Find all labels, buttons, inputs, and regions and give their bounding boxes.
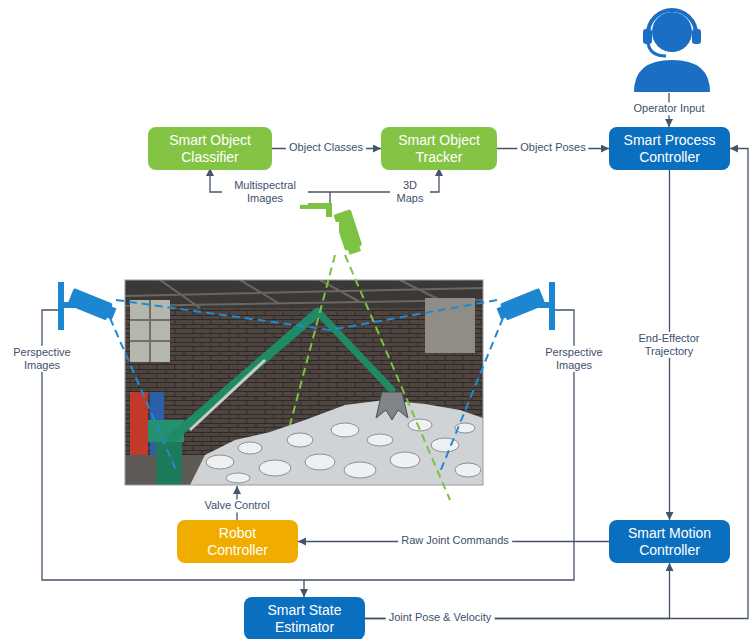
scrap-piece <box>344 462 376 478</box>
hydraulic-cylinder <box>190 360 265 430</box>
headset-ear <box>692 29 701 44</box>
scrap-yard-photo <box>125 280 483 485</box>
wall-plate <box>58 282 64 330</box>
view-line <box>440 318 503 472</box>
operator-icon <box>634 10 710 92</box>
scrap-piece <box>367 434 393 446</box>
camera-icon <box>495 282 555 330</box>
node-label: Robot Controller <box>198 525 278 557</box>
operator-head <box>652 12 692 52</box>
camera-body <box>333 209 363 255</box>
signal-line <box>304 310 574 580</box>
edge-label: Raw Joint Commands <box>398 534 512 547</box>
headset-mic <box>648 43 666 56</box>
camera-view-lines <box>110 300 503 472</box>
signal-label: Perspective Images <box>4 346 80 372</box>
signal-label: Operator Input <box>631 102 708 115</box>
flow-arrow <box>365 149 748 619</box>
controller-box: Smart Motion Controller <box>609 520 730 563</box>
view-line <box>330 300 497 330</box>
camera-lens <box>497 306 508 320</box>
edge-label: End-Effector Trajectory <box>627 332 711 358</box>
node-label: Smart Object Tracker <box>387 132 491 164</box>
node-label: Smart State Estimator <box>250 602 359 634</box>
scrap-piece <box>431 438 459 452</box>
operator-body <box>634 60 710 92</box>
crane-boom <box>172 312 318 438</box>
scrap-piece <box>390 452 420 468</box>
camera-lens <box>347 244 361 254</box>
scrap-piece <box>238 442 262 454</box>
signal-label: Multispectral Images <box>222 179 308 205</box>
window-frame <box>130 300 170 362</box>
view-line <box>345 255 450 500</box>
camera-icon <box>58 282 118 330</box>
red-door <box>130 392 148 458</box>
scrap-piece <box>455 463 481 477</box>
analysis-box: Smart Object Classifier <box>148 127 272 170</box>
headset-band <box>648 10 696 34</box>
signal-label: 3D Maps <box>390 179 430 205</box>
crane-jib <box>318 312 392 390</box>
controller-box: Robot Controller <box>177 520 298 563</box>
crane-grab <box>376 392 408 420</box>
edge-group <box>272 149 748 619</box>
camera-body <box>67 288 117 322</box>
scrap-piece <box>226 473 250 483</box>
view-line <box>116 300 330 330</box>
edge-label: Joint Pose & Velocity <box>386 611 495 624</box>
camera-mark <box>334 222 339 232</box>
edge-label: Object Classes <box>286 141 366 154</box>
overhead-view-lines <box>290 255 450 500</box>
camera-body <box>495 288 545 322</box>
analysis-box: Smart Object Tracker <box>381 127 497 170</box>
signal-line <box>329 192 330 203</box>
camera-arm <box>326 203 332 217</box>
scrap-piece <box>259 460 291 476</box>
view-line <box>110 318 176 470</box>
photo-border <box>125 280 483 485</box>
headset-ear <box>643 29 652 44</box>
scrap-piece <box>206 455 234 469</box>
signal-label: Valve Control <box>201 499 272 512</box>
leader-lines <box>42 93 669 597</box>
scrap-pieces <box>206 419 481 483</box>
overhead-camera-icon <box>300 203 364 256</box>
node-label: Smart Motion Controller <box>615 525 724 557</box>
window <box>130 300 170 362</box>
scrap-piece <box>287 433 313 447</box>
camera-lens <box>105 306 116 320</box>
edge-label: Object Poses <box>517 141 588 154</box>
node-label: Smart Object Classifier <box>154 132 266 164</box>
flow-arrow <box>365 563 670 619</box>
scrap-piece <box>305 454 335 470</box>
brick-wall <box>125 280 483 485</box>
wall-plate <box>549 282 555 330</box>
signal-label: Perspective Images <box>536 346 612 372</box>
scrap-piece <box>331 423 359 437</box>
controller-box: Smart Process Controller <box>609 127 730 170</box>
signal-line <box>42 310 304 597</box>
node-label: Smart Process Controller <box>615 132 724 164</box>
estimator-box: Smart State Estimator <box>244 597 365 639</box>
view-line <box>290 255 335 425</box>
